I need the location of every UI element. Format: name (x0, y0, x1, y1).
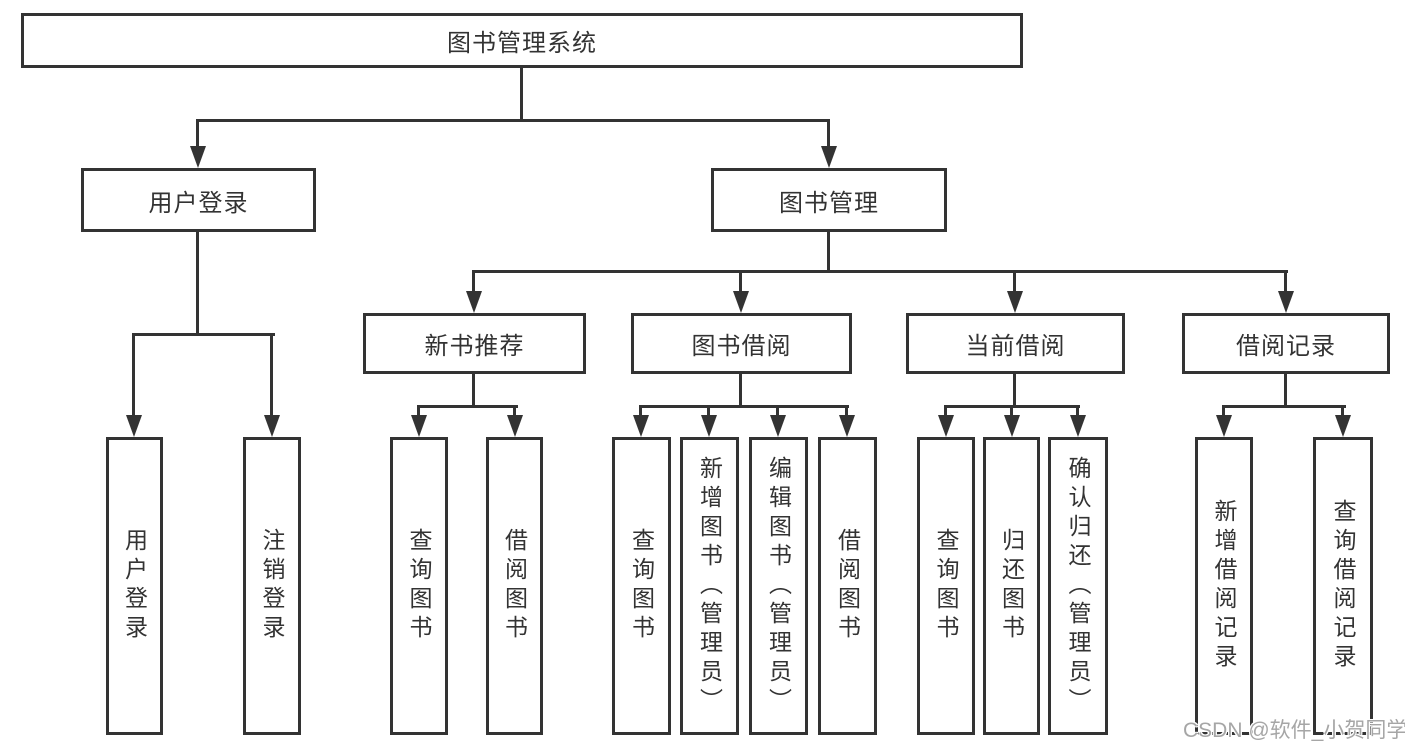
arrow-down-icon (770, 415, 786, 437)
node-book-management-label: 图书管理 (779, 189, 879, 217)
leaf-newbook-query-label: 查询图书 (406, 528, 432, 644)
leaf-borrow-query-label: 查询图书 (628, 528, 655, 644)
connector-bar-borrow-records (1222, 405, 1346, 408)
node-root-label: 图书管理系统 (447, 30, 597, 57)
arrow-down-icon (821, 146, 837, 168)
leaf-borrow-edit-book: 编辑图书（管理员） (749, 437, 808, 735)
arrow-down-icon (1070, 415, 1086, 437)
arrow-down-icon (1216, 415, 1232, 437)
connector-stem-borrow-records (1284, 374, 1287, 408)
leaf-return-book: 归还图书 (983, 437, 1040, 735)
leaf-logout: 注销登录 (243, 437, 301, 735)
connector-drop (132, 333, 135, 417)
node-current-borrow-label: 当前借阅 (965, 333, 1066, 360)
connector-drop (707, 405, 710, 417)
leaf-borrow-query: 查询图书 (612, 437, 671, 735)
connector-bar-book-borrow (639, 405, 849, 408)
leaf-return-book-label: 归还图书 (998, 528, 1025, 644)
leaf-query-borrow-record-label: 查询借阅记录 (1330, 499, 1356, 673)
connector-drop (1076, 405, 1079, 417)
connector-drop (1013, 270, 1016, 294)
connector-bar-level2 (196, 119, 830, 122)
leaf-confirm-return: 确认归还（管理员） (1048, 437, 1108, 735)
connector-drop (1010, 405, 1013, 417)
csdn-watermark: CSDN @软件_小贺同学 (1183, 719, 1405, 742)
node-root: 图书管理系统 (21, 13, 1023, 68)
leaf-add-borrow-record: 新增借阅记录 (1195, 437, 1253, 735)
arrow-down-icon (190, 146, 206, 168)
connector-stem-user-login (196, 232, 199, 336)
leaf-current-query: 查询图书 (917, 437, 975, 735)
arrow-down-icon (507, 415, 523, 437)
arrow-down-icon (126, 415, 142, 437)
connector-bar-user-login (132, 333, 275, 336)
connector-stem-current-borrow (1013, 374, 1016, 408)
arrow-down-icon (1335, 415, 1351, 437)
connector-drop (827, 119, 830, 149)
arrow-down-icon (633, 415, 649, 437)
leaf-current-query-label: 查询图书 (933, 528, 959, 644)
arrow-down-icon (1007, 291, 1023, 313)
node-borrow-records-label: 借阅记录 (1236, 333, 1336, 360)
connector-drop (472, 270, 475, 294)
node-user-login: 用户登录 (81, 168, 316, 232)
connector-drop (1284, 270, 1287, 294)
connector-drop (845, 405, 848, 417)
connector-drop (739, 270, 742, 294)
leaf-borrow-book-label: 借阅图书 (834, 528, 861, 644)
leaf-newbook-borrow: 借阅图书 (486, 437, 543, 735)
arrow-down-icon (701, 415, 717, 437)
leaf-confirm-return-label: 确认归还（管理员） (1065, 455, 1091, 717)
connector-drop (270, 333, 273, 417)
connector-drop (639, 405, 642, 417)
arrow-down-icon (466, 291, 482, 313)
connector-drop (513, 405, 516, 417)
leaf-borrow-edit-book-label: 编辑图书（管理员） (765, 455, 792, 717)
leaf-borrow-add-book-label: 新增图书（管理员） (696, 455, 723, 717)
node-book-borrow: 图书借阅 (631, 313, 852, 374)
connector-stem-root (520, 68, 523, 121)
leaf-user-login-label: 用户登录 (121, 528, 148, 644)
node-current-borrow: 当前借阅 (906, 313, 1125, 374)
arrow-down-icon (938, 415, 954, 437)
connector-stem-book-borrow (739, 374, 742, 408)
leaf-newbook-query: 查询图书 (390, 437, 448, 735)
node-book-borrow-label: 图书借阅 (691, 333, 792, 360)
arrow-down-icon (1004, 415, 1020, 437)
node-borrow-records: 借阅记录 (1182, 313, 1390, 374)
node-user-login-label: 用户登录 (148, 189, 249, 217)
leaf-logout-label: 注销登录 (259, 528, 285, 644)
connector-stem-book-management (827, 232, 830, 273)
node-new-book-recommend-label: 新书推荐 (424, 333, 525, 360)
leaf-user-login: 用户登录 (106, 437, 163, 735)
leaf-query-borrow-record: 查询借阅记录 (1313, 437, 1373, 735)
connector-drop (1341, 405, 1344, 417)
connector-drop (196, 119, 199, 149)
arrow-down-icon (839, 415, 855, 437)
arrow-down-icon (1278, 291, 1294, 313)
connector-stem-new-book (472, 374, 475, 408)
arrow-down-icon (733, 291, 749, 313)
node-book-management: 图书管理 (711, 168, 947, 232)
leaf-borrow-add-book: 新增图书（管理员） (680, 437, 739, 735)
connector-drop (776, 405, 779, 417)
connector-drop (944, 405, 947, 417)
connector-bar-book-management (472, 270, 1288, 273)
arrow-down-icon (411, 415, 427, 437)
leaf-newbook-borrow-label: 借阅图书 (501, 528, 528, 644)
arrow-down-icon (264, 415, 280, 437)
connector-drop (1222, 405, 1225, 417)
leaf-borrow-book: 借阅图书 (818, 437, 877, 735)
connector-drop (417, 405, 420, 417)
leaf-add-borrow-record-label: 新增借阅记录 (1211, 499, 1237, 673)
connector-bar-new-book (417, 405, 518, 408)
node-new-book-recommend: 新书推荐 (363, 313, 586, 374)
